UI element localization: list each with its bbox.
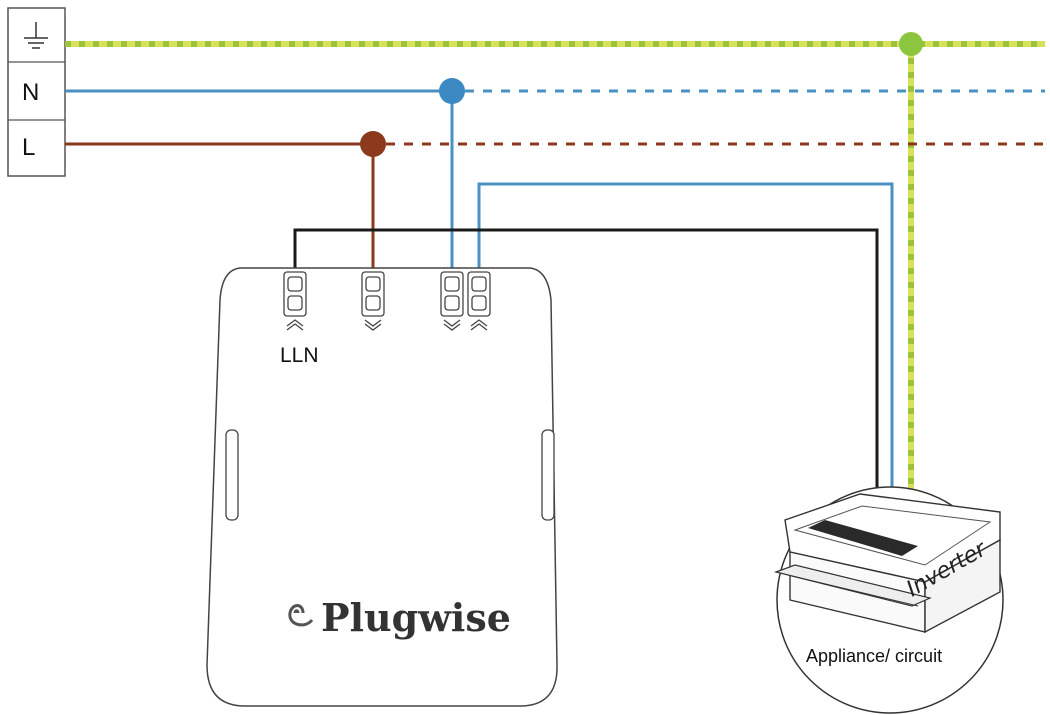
neutral-wire (65, 89, 1045, 272)
earth-junction (899, 32, 923, 56)
live-wire (65, 142, 1045, 272)
supply-terminal-box: N L (7, 7, 66, 177)
right-slot (541, 429, 555, 521)
terminal-l-out (283, 271, 307, 331)
neutral-out-wire (477, 182, 894, 492)
plugwise-module: LLN Plugwise (206, 267, 558, 707)
brand-name: Plugwise (321, 595, 511, 640)
terminal-n-out (467, 271, 491, 331)
plugwise-logo-icon (288, 604, 314, 627)
earth-icon (24, 22, 48, 49)
earth-wire (65, 41, 1045, 490)
terminal-label: LLN (280, 344, 319, 367)
live-junction (360, 131, 386, 157)
neutral-junction (439, 78, 465, 104)
terminal-n-in (440, 271, 464, 331)
appliance: Inverter Appliance/ circuit (773, 486, 1004, 714)
switched-live-wire (293, 228, 879, 494)
terminal-l-in (361, 271, 385, 331)
live-label: L (22, 134, 35, 161)
left-slot (225, 429, 239, 521)
inverter-vent (808, 520, 918, 556)
appliance-caption: Appliance/ circuit (806, 646, 942, 666)
neutral-label: N (22, 79, 39, 106)
